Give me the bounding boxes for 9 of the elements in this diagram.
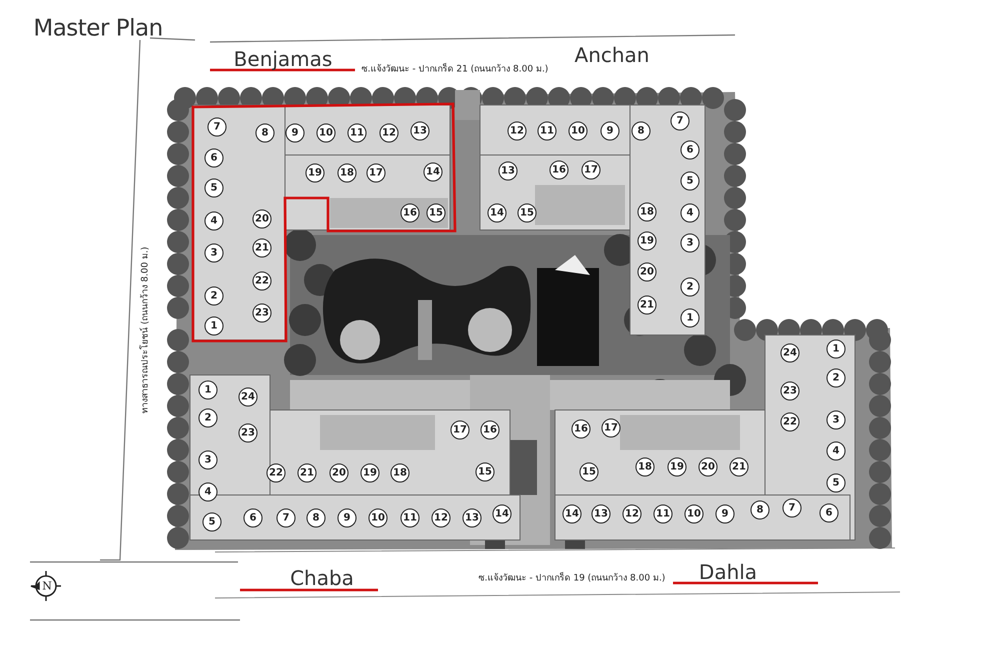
- title: Master Plan: [33, 18, 163, 40]
- north-label: N: [42, 580, 52, 592]
- road-label: ทางสาธารณประโยชน์ (ถนนกว้าง 8.00 ม.): [142, 246, 150, 414]
- building-name: Chaba: [290, 568, 354, 588]
- road-label: ซ.แจ้งวัฒนะ - ปากเกร็ด 21 (ถนนกว้าง 8.00 ม.): [362, 66, 548, 74]
- building-name: Anchan: [574, 45, 650, 65]
- road-label: ซ.แจ้งวัฒนะ - ปากเกร็ด 19 (ถนนกว้าง 8.00 ม.): [478, 574, 666, 584]
- building-name: Dahla: [698, 562, 758, 582]
- building-name: Benjamas: [234, 49, 332, 69]
